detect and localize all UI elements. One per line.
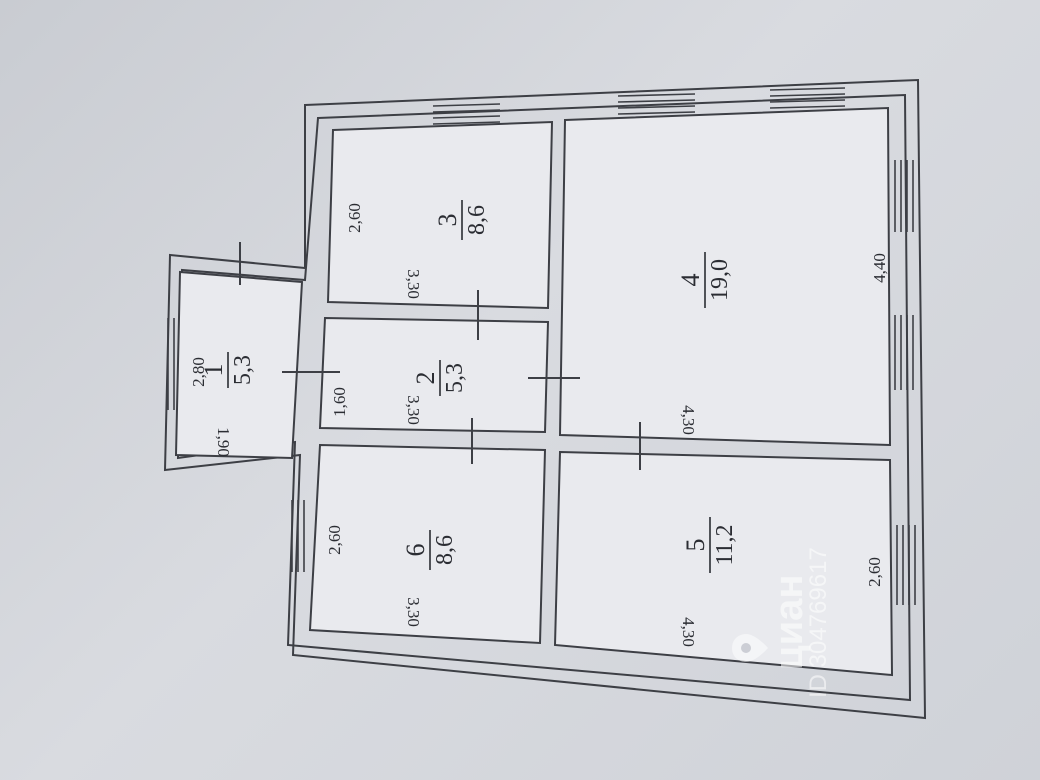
room-2-dim-side: 1,60 bbox=[330, 387, 349, 417]
room-4-dim-bottom: 4,30 bbox=[679, 405, 698, 435]
window-top-3 bbox=[769, 87, 846, 109]
room-6-label: 6 8,6 bbox=[401, 530, 458, 570]
window-left-room6 bbox=[291, 500, 305, 572]
inner-wall-outline bbox=[176, 93, 912, 702]
room-4-label: 4 19,0 bbox=[676, 252, 733, 308]
room-4 bbox=[558, 106, 892, 447]
outer-wall bbox=[163, 78, 927, 720]
svg-text:1: 1 bbox=[199, 364, 228, 377]
room-2-dim-bottom: 3,30 bbox=[404, 395, 423, 425]
window-right-3 bbox=[896, 525, 916, 605]
svg-text:5,3: 5,3 bbox=[230, 355, 256, 385]
room-3-label: 3 8,6 bbox=[433, 200, 490, 240]
room-1-label: 1 5,3 bbox=[199, 352, 256, 388]
svg-text:5: 5 bbox=[681, 539, 710, 552]
watermark-brand: циан bbox=[767, 574, 811, 670]
svg-text:11,2: 11,2 bbox=[712, 524, 738, 565]
room-3-dim-bottom: 3,30 bbox=[404, 269, 423, 299]
room-1-dim-bottom: 1,90 bbox=[214, 427, 233, 457]
watermark-id: ID 304769617 bbox=[805, 547, 832, 698]
svg-text:8,6: 8,6 bbox=[464, 205, 490, 235]
room-6-dim-bottom: 3,30 bbox=[404, 597, 423, 627]
room-2-label: 2 5,3 bbox=[411, 360, 468, 396]
room-6 bbox=[308, 443, 547, 645]
room-3-dim-side: 2,60 bbox=[345, 203, 364, 233]
svg-text:19,0: 19,0 bbox=[707, 259, 733, 301]
svg-text:2: 2 bbox=[411, 372, 440, 385]
room-2 bbox=[318, 316, 550, 434]
window-right-2 bbox=[894, 315, 914, 390]
room-1-dim-side: 2,80 bbox=[189, 357, 208, 387]
svg-text:5,3: 5,3 bbox=[442, 363, 468, 393]
room-5 bbox=[553, 450, 894, 677]
svg-text:8,6: 8,6 bbox=[432, 535, 458, 565]
svg-text:3: 3 bbox=[433, 214, 462, 227]
window-right-1 bbox=[894, 160, 914, 232]
room-3 bbox=[326, 120, 554, 310]
window-left-room1 bbox=[167, 318, 175, 410]
room-5-dim-bottom: 4,30 bbox=[679, 617, 698, 647]
location-pin-icon bbox=[732, 634, 768, 662]
watermark: циан ID 304769617 bbox=[732, 547, 832, 698]
room-5-label: 5 11,2 bbox=[681, 517, 738, 573]
window-top-1 bbox=[432, 103, 501, 125]
room-6-dim-side: 2,60 bbox=[325, 525, 344, 555]
window-top-2 bbox=[617, 93, 696, 115]
svg-text:4: 4 bbox=[676, 274, 705, 287]
room-1 bbox=[174, 270, 304, 460]
svg-text:6: 6 bbox=[401, 544, 430, 557]
room-4-dim-side: 4,40 bbox=[870, 253, 889, 283]
room-5-dim-side: 2,60 bbox=[865, 557, 884, 587]
